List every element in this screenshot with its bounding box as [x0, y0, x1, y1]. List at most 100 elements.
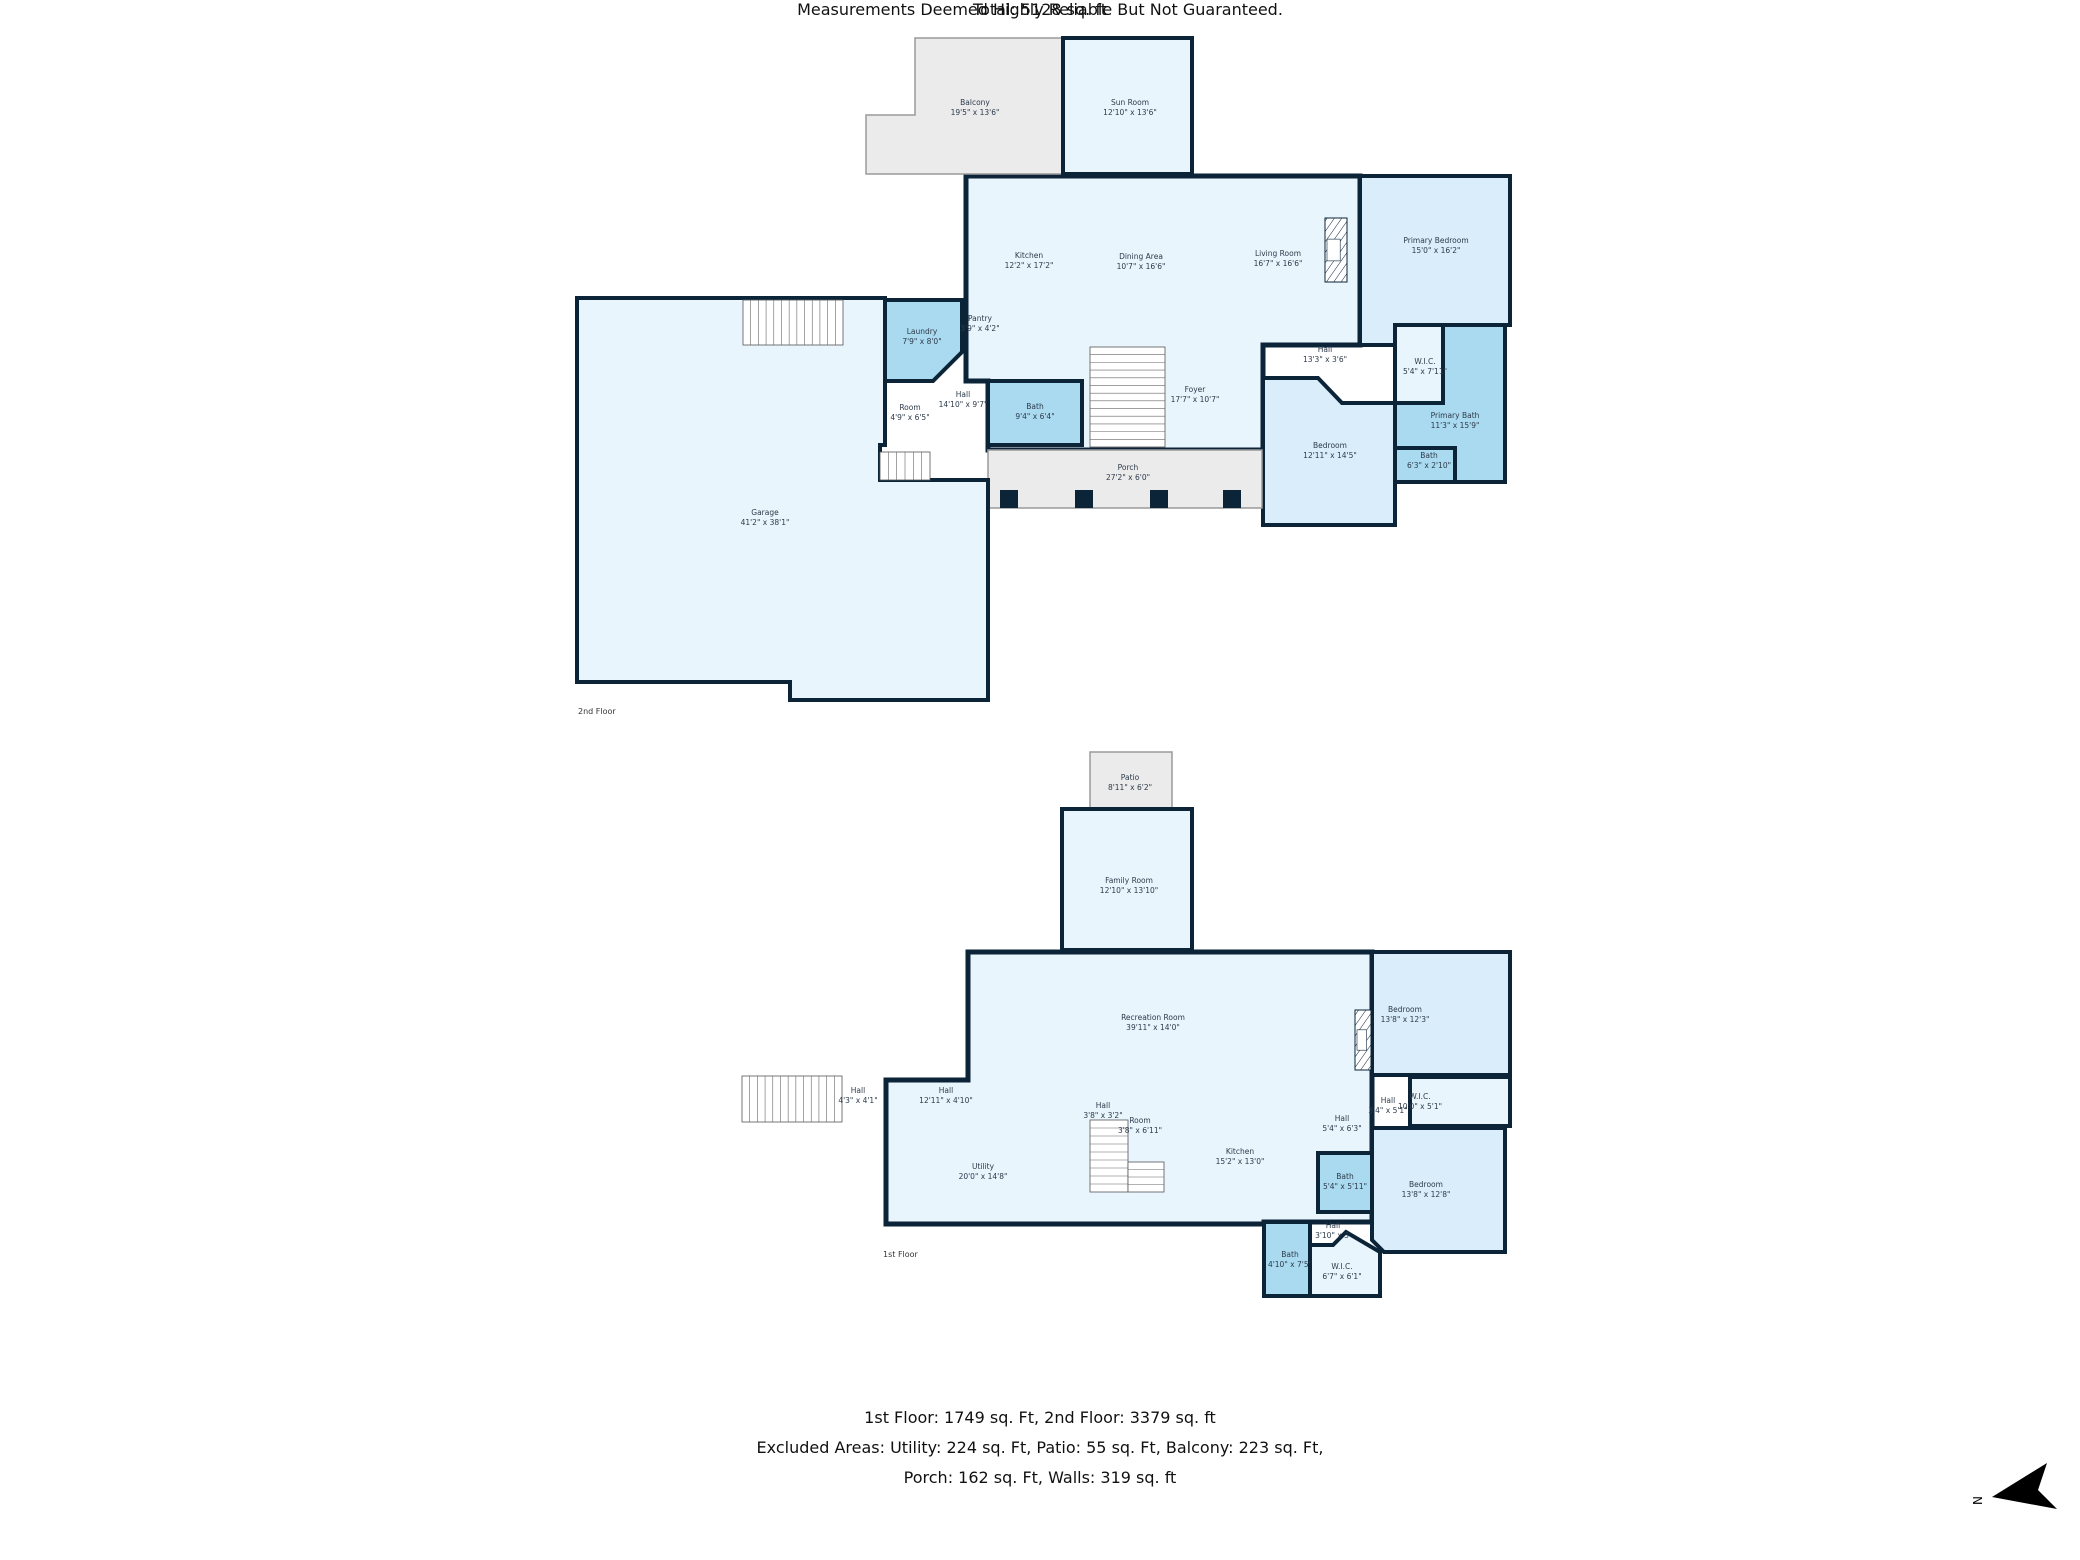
room-name: Bedroom	[1313, 441, 1347, 450]
room-family-room-area	[1060, 807, 1194, 952]
room-name: Garage	[751, 508, 779, 517]
room-name: W.I.C.	[1409, 1092, 1430, 1101]
column	[1000, 490, 1018, 508]
floor-label: 2nd Floor	[578, 707, 616, 716]
room-bedroom-area	[1261, 376, 1397, 527]
room-w-i-c--area	[1308, 1229, 1382, 1298]
room-dimensions: 13'8" x 12'8"	[1402, 1190, 1451, 1199]
room-name: Family Room	[1105, 876, 1153, 885]
room-name: Bath	[1420, 451, 1438, 460]
room-primary-bedroom-area	[1358, 174, 1512, 347]
stairs	[742, 299, 844, 346]
room-dimensions: 15'0" x 16'2"	[1412, 246, 1461, 255]
disclaimer: Measurements Deemed Highly Reliable But …	[797, 0, 1283, 19]
room-dimensions: 5'4" x 5'11"	[1323, 1182, 1367, 1191]
room-dimensions: 20'0" x 14'8"	[959, 1172, 1008, 1181]
room-dimensions: 3'10" x 3'	[1315, 1231, 1351, 1240]
room-bath-area	[986, 379, 1084, 447]
room-name: Bath	[1336, 1172, 1354, 1181]
room-name: W.I.C.	[1331, 1262, 1352, 1271]
room-name: Foyer	[1185, 385, 1207, 394]
room-dimensions: 39'11" x 14'0"	[1126, 1023, 1180, 1032]
room-dimensions: 4'3" x 4'1"	[838, 1096, 877, 1105]
room-dimensions: 5'4" x 7'11"	[1403, 367, 1447, 376]
room-name: Hall	[1326, 1221, 1340, 1230]
room-sun-room-area	[1061, 36, 1194, 176]
room-dimensions: 14'10" x 9'7"	[939, 400, 988, 409]
floor-label: 1st Floor	[883, 1250, 919, 1259]
room-dimensions: 16'7" x 16'6"	[1254, 259, 1303, 268]
room-dimensions: 12'10" x 13'10"	[1100, 886, 1158, 895]
stairs	[1089, 1119, 1129, 1193]
stairs	[1089, 346, 1166, 448]
room-name: Bath	[1281, 1250, 1299, 1259]
room-dimensions: 5'4" x 6'3"	[1322, 1124, 1361, 1133]
room-dimensions: 12'11" x 14'5"	[1303, 451, 1357, 460]
room-name: W.I.C.	[1414, 357, 1435, 366]
room-dimensions: 3'9" x 4'2"	[960, 324, 999, 333]
compass-label: N	[1971, 1496, 1985, 1505]
room-name: Recreation Room	[1121, 1013, 1185, 1022]
room-dimensions: 4'9" x 6'5"	[890, 413, 929, 422]
room-name: Hall	[1335, 1114, 1349, 1123]
north-arrow-icon: N	[1971, 1463, 2057, 1509]
room-dimensions: 3'8" x 6'11"	[1118, 1126, 1162, 1135]
room-dimensions: 12'11" x 4'10"	[919, 1096, 973, 1105]
compass: N	[1960, 1455, 2060, 1525]
room-dimensions: 7'9" x 8'0"	[902, 337, 941, 346]
room-dimensions: 3'8" x 3'2"	[1083, 1111, 1122, 1120]
room-dimensions: 12'10" x 13'6"	[1103, 108, 1157, 117]
room-dimensions: 27'2" x 6'0"	[1106, 473, 1150, 482]
room-dimensions: 11'3" x 15'9"	[1431, 421, 1480, 430]
room-dimensions: 6'3" x 2'10"	[1407, 461, 1451, 470]
column	[1150, 490, 1168, 508]
room-name: Laundry	[907, 327, 938, 336]
room-dimensions: 10'0" x 5'1"	[1398, 1102, 1442, 1111]
room-dimensions: 15'2" x 13'0"	[1216, 1157, 1265, 1166]
room-name: Kitchen	[1015, 251, 1043, 260]
room-name: Room	[899, 403, 920, 412]
room-name: Primary Bedroom	[1403, 236, 1468, 245]
room-name: Dining Area	[1119, 252, 1163, 261]
room-dimensions: 3'4" x 5'1"	[1368, 1106, 1407, 1115]
room-name: Hall	[851, 1086, 865, 1095]
room-dimensions: 41'2" x 38'1"	[741, 518, 790, 527]
column	[1075, 490, 1093, 508]
room-name: Patio	[1121, 773, 1140, 782]
room-name: Pantry	[968, 314, 993, 323]
room-dimensions: 6'7" x 6'1"	[1322, 1272, 1361, 1281]
room-name: Utility	[972, 1162, 995, 1171]
room-dimensions: 13'8" x 12'3"	[1381, 1015, 1430, 1024]
floor-areas: 1st Floor: 1749 sq. Ft, 2nd Floor: 3379 …	[864, 1408, 1216, 1427]
room-bath-area	[1262, 1220, 1312, 1298]
room-name: Room	[1129, 1116, 1150, 1125]
room-dimensions: 17'7" x 10'7"	[1171, 395, 1220, 404]
column	[1223, 490, 1241, 508]
room-dimensions: 19'5" x 13'6"	[951, 108, 1000, 117]
room-name: Bedroom	[1409, 1180, 1443, 1189]
room-name: Bath	[1026, 402, 1044, 411]
room-name: Bedroom	[1388, 1005, 1422, 1014]
room-dimensions: 9'4" x 6'4"	[1015, 412, 1054, 421]
room-name: Balcony	[960, 98, 990, 107]
room-dimensions: 12'2" x 17'2"	[1005, 261, 1054, 270]
room-name: Living Room	[1255, 249, 1301, 258]
excluded-areas-continued: Porch: 162 sq. Ft, Walls: 319 sq. ft	[903, 1468, 1177, 1487]
room-w-i-c--area	[1408, 1075, 1512, 1128]
room-name: Hall	[1096, 1101, 1110, 1110]
room-name: Hall	[956, 390, 970, 399]
total-area: Total: 5128 sq. ft	[973, 0, 1107, 19]
room-dimensions: 4'10" x 7'5"	[1268, 1260, 1312, 1269]
room-name: Hall	[1318, 345, 1332, 354]
stairs	[741, 1075, 843, 1123]
room-garage-area	[575, 296, 990, 702]
room-name: Kitchen	[1226, 1147, 1254, 1156]
room-name: Primary Bath	[1431, 411, 1480, 420]
room-name: Hall	[1381, 1096, 1395, 1105]
room-dimensions: 10'7" x 16'6"	[1117, 262, 1166, 271]
room-dimensions: 8'11" x 6'2"	[1108, 783, 1152, 792]
excluded-areas: Excluded Areas: Utility: 224 sq. Ft, Pat…	[756, 1438, 1324, 1457]
room-dimensions: 13'3" x 3'6"	[1303, 355, 1347, 364]
